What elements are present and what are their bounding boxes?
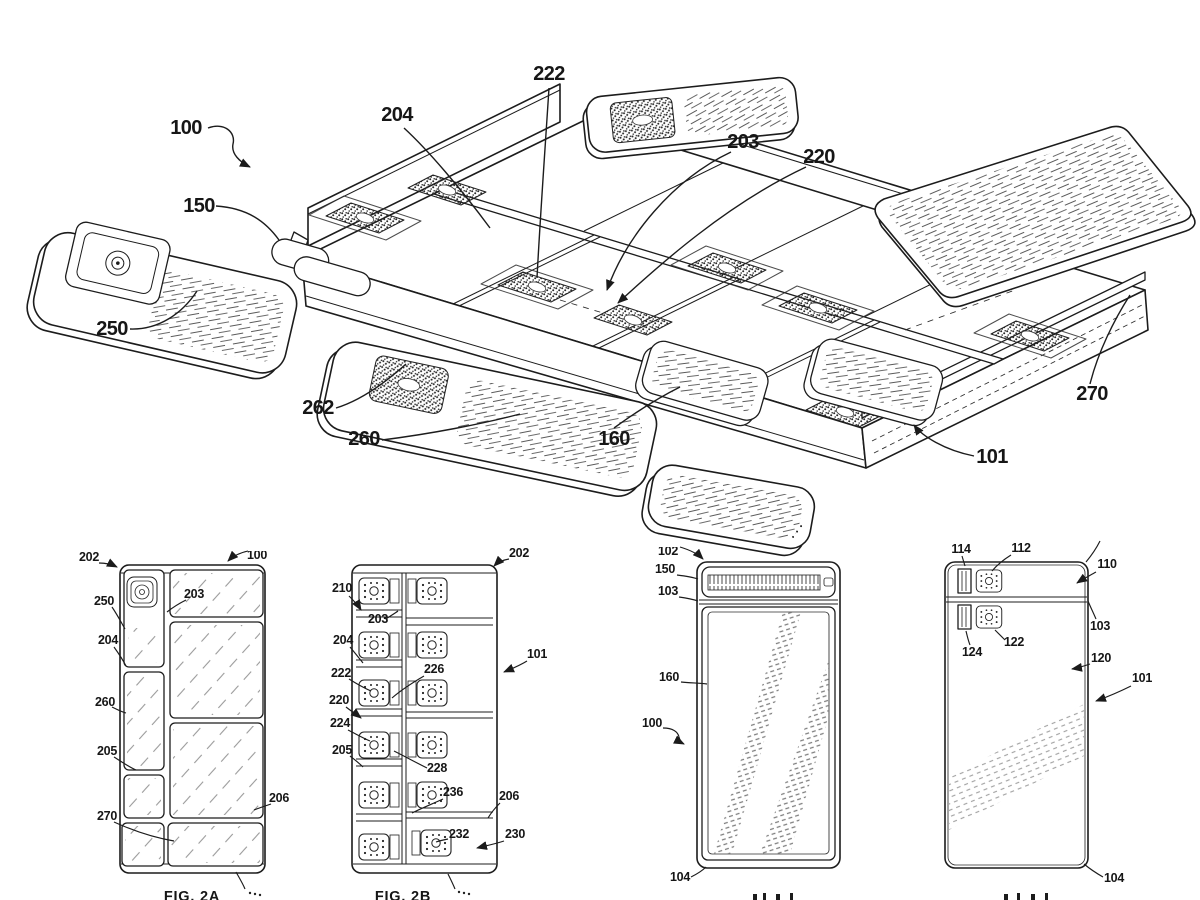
ref-label-101: 101 <box>976 446 1008 468</box>
fig-2b-endoskeleton-view: 202 210 203 204 222 220 224 205 226 228 … <box>329 546 548 900</box>
ref-label-160: 160 <box>659 670 679 684</box>
ref-label-236: 236 <box>443 785 463 799</box>
module-top <box>582 76 799 160</box>
top-figure-labels: 100 150 250 204 222 203 220 262 260 160 … <box>96 63 1109 468</box>
ref-label-124: 124 <box>962 645 982 659</box>
fig2a-labels: 202 100 250 203 204 260 205 270 206 FIG.… <box>79 548 290 900</box>
ref-label-160: 160 <box>598 428 630 450</box>
ref-label-222: 222 <box>331 666 351 680</box>
module-bottom <box>641 464 816 557</box>
ref-label-224: 224 <box>330 716 350 730</box>
ref-label-206: 206 <box>499 789 519 803</box>
inserted-module <box>635 340 769 427</box>
ref-label-103: 103 <box>658 584 678 598</box>
end-wall <box>307 83 561 247</box>
ref-label-202: 202 <box>509 546 529 560</box>
fig-front-view: 102 150 103 160 100 104 <box>642 544 841 900</box>
ref-label-270: 270 <box>97 809 117 823</box>
sim-slot-icon <box>957 568 972 594</box>
speaker-grille-icon <box>707 574 821 591</box>
ref-label-204: 204 <box>98 633 118 647</box>
top-figure-leaders <box>129 87 1131 457</box>
sim-slot-icon <box>957 604 972 630</box>
ref-label-110: 110 <box>1097 557 1117 571</box>
ref-label-210: 210 <box>332 581 352 595</box>
fig2a-caption: FIG. 2A <box>164 889 220 900</box>
ref-label-262: 262 <box>302 397 334 419</box>
fig2b-rails <box>356 609 493 822</box>
ref-label-120: 120 <box>1091 651 1111 665</box>
ref-label-101: 101 <box>527 647 547 661</box>
ref-label-220: 220 <box>329 693 349 707</box>
ref-label-104: 104 <box>1104 871 1124 885</box>
ref-label-203: 203 <box>727 131 759 153</box>
fig-front-labels: 102 150 103 160 100 104 <box>642 544 691 884</box>
ref-label-204: 204 <box>381 104 414 126</box>
fig-rear-leaders <box>961 540 1132 900</box>
ref-label-114: 114 <box>951 542 971 556</box>
fig2b-labels: 202 210 203 204 222 220 224 205 226 228 … <box>329 546 548 900</box>
ref-label-204: 204 <box>333 633 353 647</box>
ref-label-228: 228 <box>427 761 447 775</box>
ref-label-100: 100 <box>642 716 662 730</box>
ref-label-150: 150 <box>183 195 215 217</box>
ref-label-122: 122 <box>1004 635 1024 649</box>
rear-plate-270 <box>874 125 1196 308</box>
fig-2a-rear-module-view: 202 100 250 203 204 260 205 270 206 FIG.… <box>79 548 290 900</box>
exploded-assembly-view: 100 150 250 204 222 203 220 262 260 160 … <box>26 63 1196 557</box>
ref-label-202: 202 <box>79 550 99 564</box>
ref-label-103: 103 <box>1090 619 1110 633</box>
ref-label-206: 206 <box>269 791 289 805</box>
fig-front-leaders <box>662 546 793 900</box>
ref-label-250: 250 <box>96 318 128 340</box>
ref-label-150: 150 <box>655 562 675 576</box>
camera-lens-icon <box>126 576 158 608</box>
ref-label-250: 250 <box>94 594 114 608</box>
fig-rear-labels: 114 112 110 103 124 122 120 101 104 <box>951 541 1152 885</box>
ref-label-230: 230 <box>505 827 525 841</box>
ref-label-222: 222 <box>533 63 565 85</box>
ref-label-232: 232 <box>449 827 469 841</box>
ref-label-100-clipped: 100 <box>247 548 267 562</box>
spine-hinge <box>271 238 371 297</box>
camera-lens-icon <box>64 221 171 305</box>
rear-glare-band <box>949 704 1084 830</box>
ref-label-104: 104 <box>670 870 690 884</box>
ref-label-226: 226 <box>424 662 444 676</box>
ref-label-260: 260 <box>95 695 115 709</box>
ref-label-260: 260 <box>348 428 380 450</box>
ref-label-112: 112 <box>1011 541 1031 555</box>
fig2a-modules <box>121 569 264 867</box>
fig2a-leaders <box>98 550 272 897</box>
rear-top-components <box>957 568 1003 630</box>
inserted-module <box>803 338 944 427</box>
ref-label-220: 220 <box>803 146 835 168</box>
ref-label-100: 100 <box>170 117 202 139</box>
connector-pad <box>975 605 1003 629</box>
ref-label-203: 203 <box>368 612 388 626</box>
camera-module <box>123 569 165 668</box>
fig2b-leaders <box>345 555 528 896</box>
fig2b-connector-pads <box>358 577 452 861</box>
ref-label-203: 203 <box>184 587 204 601</box>
connector-pad <box>975 569 1003 593</box>
fig-rear-view: 114 112 110 103 124 122 120 101 104 <box>944 540 1153 900</box>
ref-label-270: 270 <box>1076 383 1108 405</box>
fig2b-caption: FIG. 2B <box>375 889 431 900</box>
ref-label-205: 205 <box>97 744 117 758</box>
display-glare-bands <box>714 612 829 854</box>
camera-module <box>26 221 298 380</box>
ref-label-101: 101 <box>1132 671 1152 685</box>
ref-label-205: 205 <box>332 743 352 757</box>
ref-label-102-clipped: 102 <box>658 544 678 558</box>
